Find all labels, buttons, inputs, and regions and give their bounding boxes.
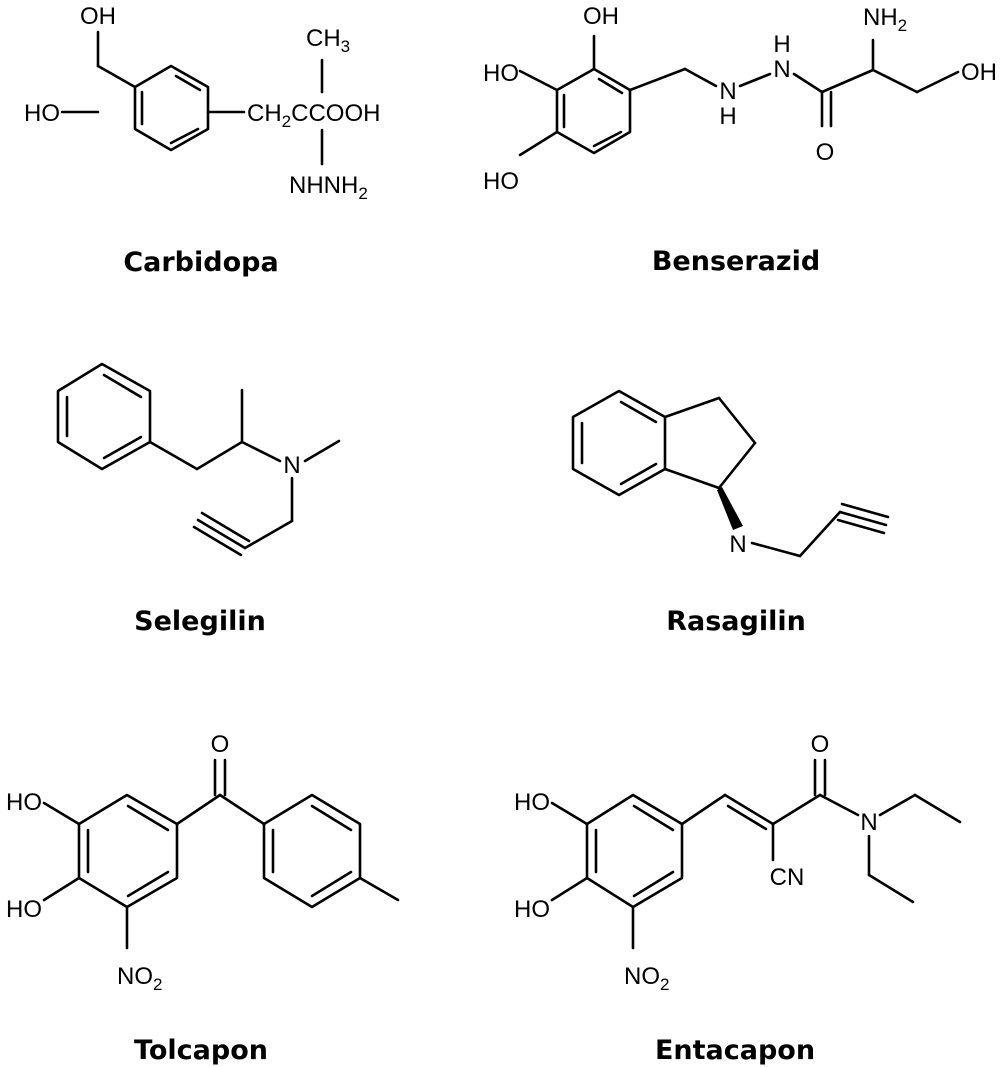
- benserazid-oh-right-label: OH: [961, 59, 997, 86]
- benserazid-bonds: [518, 34, 960, 157]
- tolcapon-o-label: O: [211, 731, 230, 758]
- carbidopa-name: Carbidopa: [123, 247, 278, 278]
- entacapon-no2-label: NO2: [624, 963, 669, 994]
- benserazid-n-low-label: N: [719, 78, 736, 105]
- benserazid-n-top-label: N: [773, 56, 790, 83]
- tolcapon-no2-label: NO2: [117, 963, 162, 994]
- rasagilin-name: Rasagilin: [666, 606, 806, 637]
- entacapon-ho-top-label: HO: [514, 789, 550, 816]
- entacapon-o-label: O: [811, 731, 830, 758]
- entacapon-ho-low-label: HO: [514, 896, 550, 923]
- rasagilin-wedge-bond: [717, 487, 743, 530]
- selegilin-name: Selegilin: [134, 606, 266, 637]
- carbidopa-ch2-cooh-label: CH2CCOOH: [247, 100, 380, 131]
- benserazid-o-label: O: [816, 139, 835, 166]
- rasagilin-n-label: N: [729, 531, 746, 558]
- benserazid-structure: OH HO HO H N N H NH2 O OH Benserazid: [483, 3, 997, 277]
- benserazid-h-low-label: H: [719, 103, 736, 130]
- carbidopa-bonds: [60, 30, 324, 166]
- benserazid-name: Benserazid: [652, 246, 820, 277]
- tolcapon-name: Tolcapon: [134, 1035, 268, 1066]
- tolcapon-bonds: [42, 758, 400, 950]
- carbidopa-ho-label: HO: [24, 100, 60, 127]
- selegilin-n-label: N: [283, 452, 300, 479]
- benserazid-ho-low-label: HO: [483, 168, 519, 195]
- tolcapon-ho-top-label: HO: [6, 789, 42, 816]
- entacapon-n-label: N: [860, 809, 877, 836]
- tolcapon-ho-low-label: HO: [6, 896, 42, 923]
- selegilin-structure: N Selegilin: [56, 362, 341, 637]
- entacapon-cn-label: CN: [770, 864, 805, 891]
- carbidopa-structure: OH HO CH3 CH2CCOOH NHNH2 Carbidopa: [24, 3, 380, 278]
- rasagilin-structure: N Rasagilin: [571, 389, 890, 637]
- selegilin-bonds: [56, 362, 341, 557]
- entacapon-bonds: [550, 758, 962, 950]
- benserazid-ho-mid-label: HO: [483, 60, 519, 87]
- entacapon-structure: O HO HO N CN NO2 Entacapon: [514, 731, 962, 1066]
- rasagilin-bonds: [571, 389, 890, 558]
- tolcapon-structure: O HO HO NO2 Tolcapon: [6, 731, 400, 1066]
- benserazid-oh-top-label: OH: [583, 3, 619, 30]
- carbidopa-oh-label: OH: [80, 3, 116, 30]
- carbidopa-nhnh2-label: NHNH2: [289, 172, 368, 203]
- benserazid-h-top-label: H: [773, 31, 790, 58]
- carbidopa-ch3-label: CH3: [306, 25, 350, 56]
- entacapon-name: Entacapon: [655, 1035, 815, 1066]
- benserazid-nh2-label: NH2: [863, 4, 907, 35]
